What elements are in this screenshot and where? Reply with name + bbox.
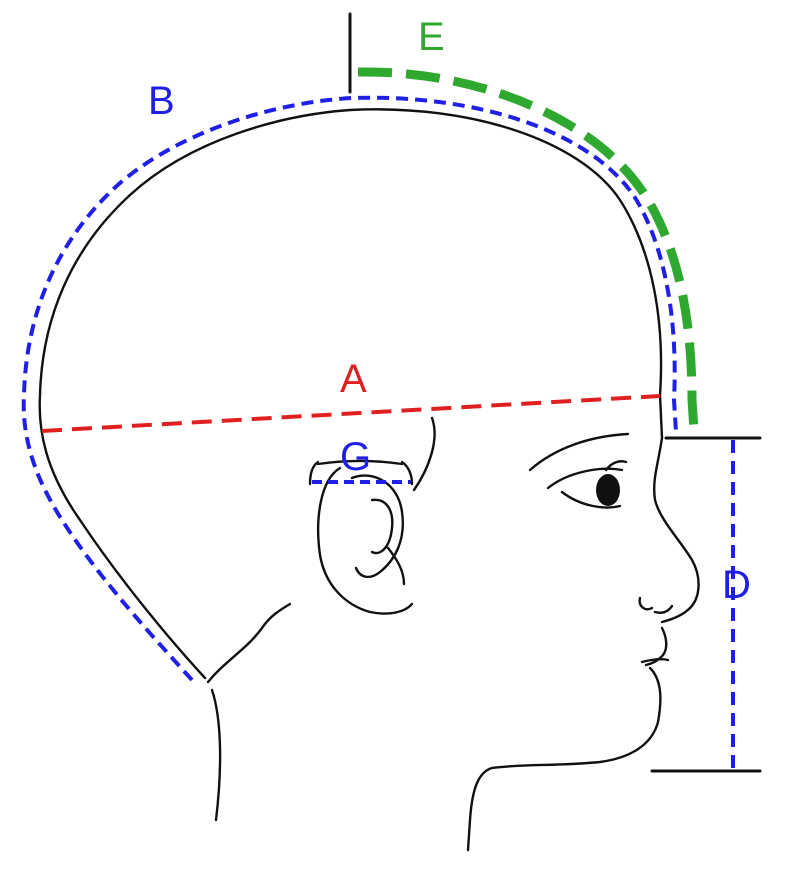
label-D: D xyxy=(722,563,751,607)
eye-lash xyxy=(604,460,628,472)
measurement-B-arc xyxy=(21,95,678,682)
ear-inner xyxy=(350,474,406,586)
mouth xyxy=(640,657,670,664)
eye-lower-lid xyxy=(560,490,622,509)
measurement-A: A xyxy=(41,357,661,433)
face-profile xyxy=(466,436,700,852)
eye-upper-lid xyxy=(546,467,624,490)
nostril xyxy=(638,596,674,614)
label-A: A xyxy=(340,357,367,401)
measurement-E-arc xyxy=(357,67,699,431)
label-G: G xyxy=(340,435,371,479)
measurement-D: D xyxy=(650,436,762,773)
eye-pupil xyxy=(596,474,620,506)
measurement-G-bar xyxy=(316,459,404,466)
measurement-E: E xyxy=(348,12,699,431)
neck-back xyxy=(206,602,292,822)
label-B: B xyxy=(148,79,175,123)
eyebrow xyxy=(528,432,630,472)
measurement-G-left-bracket xyxy=(308,460,320,486)
measurement-G-right-bracket xyxy=(400,460,414,486)
ear-outer xyxy=(317,466,414,615)
measurement-B: B xyxy=(21,79,678,682)
label-E: E xyxy=(418,15,445,59)
skull-contour xyxy=(38,108,664,680)
hairline-near-ear xyxy=(412,416,436,492)
measurement-A-line xyxy=(41,394,661,433)
head-outline xyxy=(38,108,700,852)
measurement-G: G xyxy=(308,435,414,486)
